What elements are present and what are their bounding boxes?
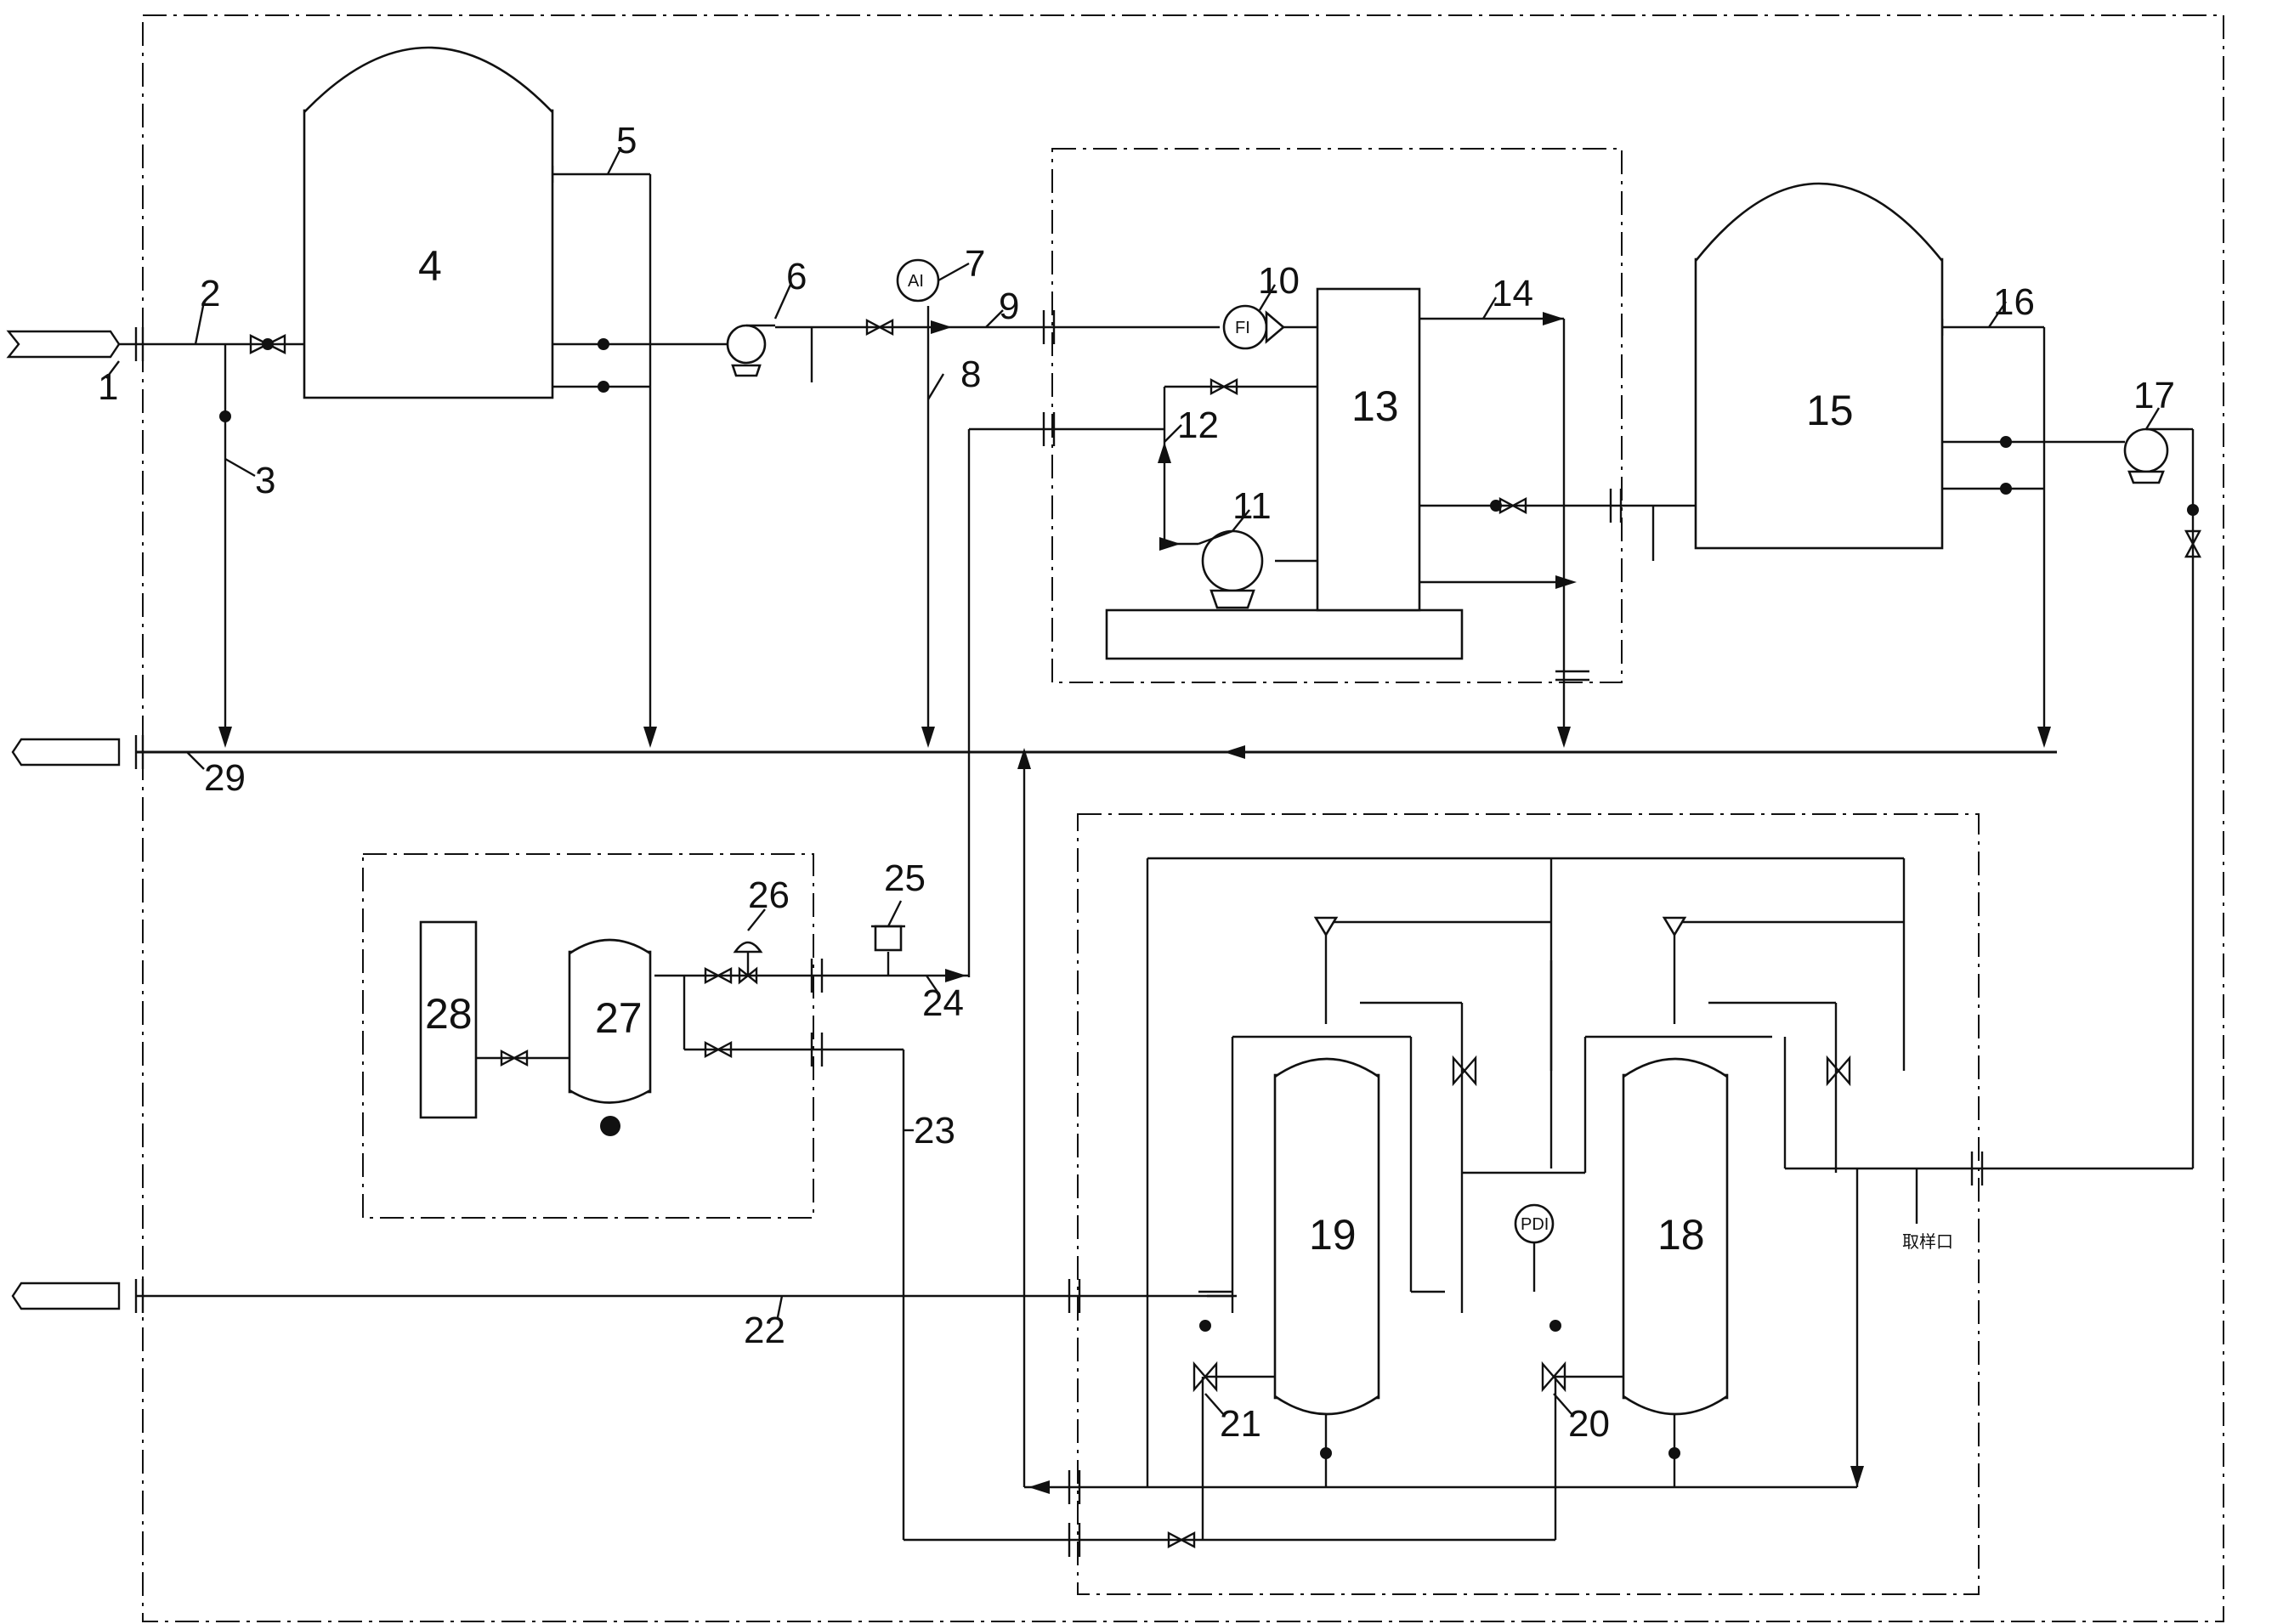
tank-15-label: 15 xyxy=(1806,387,1854,434)
boundary-dryer-unit xyxy=(1077,813,1980,1595)
callout-17: 17 xyxy=(2133,375,2175,416)
callout-labels: 1 2 3 5 6 7 8 9 10 11 12 14 16 17 20 21 … xyxy=(98,120,2175,1445)
analyzer-label: AI xyxy=(908,272,924,291)
tank-4: 4 xyxy=(303,46,554,399)
unit-13: 13 xyxy=(1105,287,1464,660)
callout-22: 22 xyxy=(744,1310,785,1351)
boundary-unit-27 xyxy=(362,853,814,1219)
pipelines xyxy=(119,173,2195,1542)
callout-24: 24 xyxy=(922,982,964,1024)
box-28: 28 xyxy=(419,920,478,1119)
boundary-unit-13 xyxy=(1051,148,1623,683)
pipe-ends xyxy=(6,330,121,1310)
outer-boundary xyxy=(142,14,2224,1622)
vessel-18: 18 xyxy=(1622,1057,1729,1416)
analyzer-instrument: AI xyxy=(896,258,940,303)
pump-11 xyxy=(1198,529,1264,609)
callout-29: 29 xyxy=(204,757,246,799)
tank-4-label: 4 xyxy=(418,242,442,290)
vessel-18-label: 18 xyxy=(1657,1211,1705,1259)
box-28-label: 28 xyxy=(425,990,473,1038)
callout-11: 11 xyxy=(1232,485,1272,527)
callout-9: 9 xyxy=(999,286,1019,327)
callout-14: 14 xyxy=(1492,273,1533,314)
pump-6 xyxy=(726,324,775,377)
callout-20: 20 xyxy=(1568,1403,1610,1445)
flow-instrument: FI xyxy=(1222,304,1286,350)
valve-dots xyxy=(219,338,2199,1459)
callout-8: 8 xyxy=(960,354,981,395)
flow-label: FI xyxy=(1235,319,1250,337)
vessel-27: 27 xyxy=(568,938,652,1104)
valve-26 xyxy=(733,941,763,985)
callout-16: 16 xyxy=(1993,281,2035,323)
valves xyxy=(249,319,2201,1548)
tank-15: 15 xyxy=(1694,182,1944,550)
callout-10: 10 xyxy=(1258,260,1300,302)
callout-2: 2 xyxy=(200,273,220,314)
callout-1: 1 xyxy=(98,366,118,408)
callout-12: 12 xyxy=(1177,405,1219,446)
callout-26: 26 xyxy=(748,874,790,916)
three-way-valves xyxy=(1192,916,1851,1393)
vessel-19-label: 19 xyxy=(1309,1211,1357,1259)
vessel-19: 19 xyxy=(1273,1057,1380,1416)
unit-13-label: 13 xyxy=(1351,382,1399,430)
pdi-label: PDI xyxy=(1521,1215,1549,1234)
sample-port-label: 取样口 xyxy=(1902,1232,1953,1252)
sample-port: 取样口 xyxy=(1902,1168,1953,1252)
callout-23: 23 xyxy=(914,1110,955,1152)
callout-3: 3 xyxy=(255,460,275,501)
callout-6: 6 xyxy=(786,256,807,297)
callout-5: 5 xyxy=(616,120,637,161)
pump-17 xyxy=(2123,427,2189,484)
vessel-27-label: 27 xyxy=(595,994,643,1042)
callout-7: 7 xyxy=(965,243,985,285)
callout-21: 21 xyxy=(1220,1403,1261,1445)
item-25-device xyxy=(871,925,905,952)
pdi-instrument: PDI xyxy=(1514,1203,1555,1292)
leader-lines xyxy=(105,148,2161,1416)
flow-arrows xyxy=(218,312,2051,1494)
callout-25: 25 xyxy=(884,857,926,899)
